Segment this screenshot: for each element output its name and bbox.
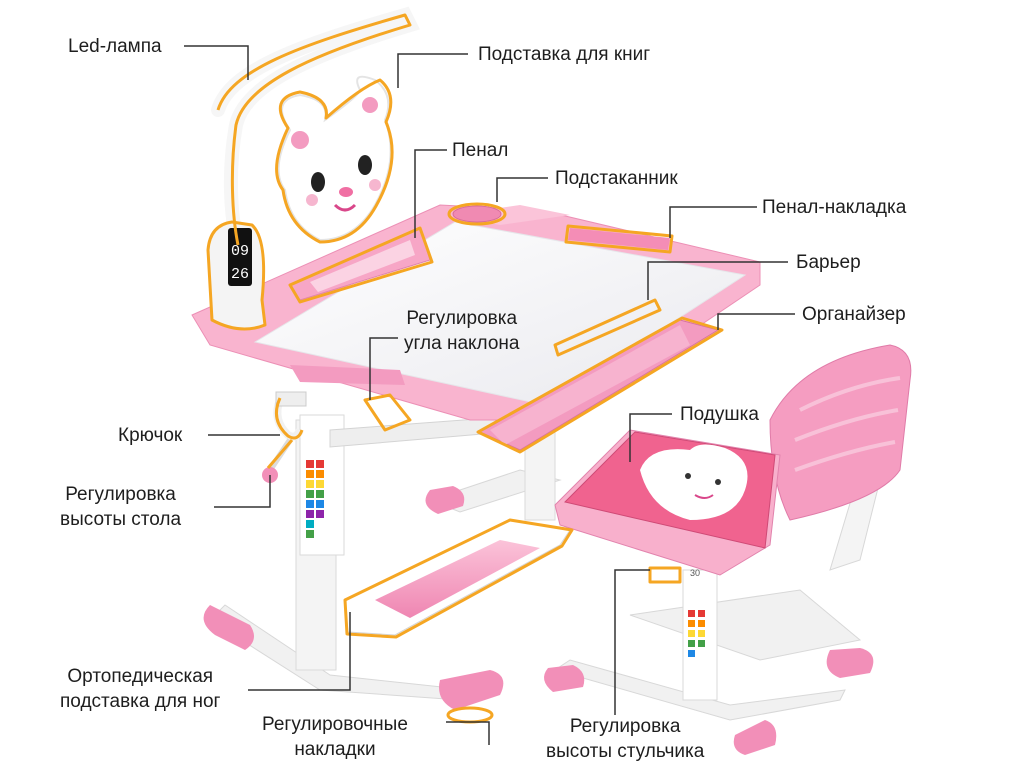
leader-led-lamp bbox=[184, 45, 249, 80]
label-chair-height-line2: высоты стульчика bbox=[546, 741, 705, 762]
label-desk-height-line1: Регулировка bbox=[65, 484, 176, 505]
label-book-stand: Подставка для книг bbox=[478, 44, 651, 65]
label-organizer: Органайзер bbox=[802, 304, 906, 325]
leader-book-stand bbox=[397, 53, 468, 88]
label-barrier: Барьер bbox=[796, 252, 861, 273]
highlight-cup-holder bbox=[447, 202, 507, 226]
leader-lines bbox=[184, 45, 795, 745]
leader-organizer bbox=[717, 313, 795, 330]
label-pads-line2: накладки bbox=[294, 739, 376, 760]
label-footrest-line2: подставка для ног bbox=[60, 691, 221, 712]
label-hook: Крючок bbox=[118, 425, 183, 446]
label-pads: Регулировочные накладки bbox=[262, 712, 408, 762]
pencil-case-overlay bbox=[568, 228, 670, 250]
highlight-lamp bbox=[216, 13, 412, 246]
highlight-lamp-base bbox=[206, 220, 267, 331]
desk-height-scale bbox=[306, 460, 324, 538]
leader-cup-holder bbox=[496, 177, 548, 202]
label-tilt-line2: угла наклона bbox=[404, 333, 520, 354]
side-shelf bbox=[290, 365, 405, 385]
lamp-time-bottom: 26 bbox=[231, 266, 249, 283]
highlight-outlines bbox=[206, 13, 724, 724]
label-tilt-adjust: Регулировка угла наклона bbox=[404, 306, 519, 356]
highlight-chair-height bbox=[648, 566, 682, 584]
lamp-time-top: 09 bbox=[231, 243, 249, 260]
highlight-hook bbox=[274, 397, 304, 440]
chair-scale-mark: 30 bbox=[690, 568, 700, 578]
leader-barrier bbox=[647, 261, 788, 300]
highlight-tilt bbox=[363, 393, 412, 432]
leader-pencil-case bbox=[414, 149, 447, 238]
highlight-book-stand bbox=[275, 78, 394, 244]
label-footrest-line1: Ортопедическая bbox=[67, 666, 214, 687]
label-pencil-case: Пенал bbox=[452, 140, 509, 161]
label-desk-height-line2: высоты стола bbox=[60, 509, 182, 530]
label-led-lamp: Led-лампа bbox=[68, 36, 162, 57]
book-stand-bear bbox=[277, 75, 392, 242]
label-desk-height: Регулировка высоты стола bbox=[60, 482, 181, 532]
highlight-pencil-case bbox=[288, 226, 434, 304]
highlight-pencil-overlay bbox=[564, 224, 674, 254]
leader-pencil-overlay bbox=[669, 206, 757, 238]
highlight-crank bbox=[266, 439, 294, 469]
label-pencil-case-overlay: Пенал-накладка bbox=[762, 197, 907, 218]
leader-pads bbox=[446, 721, 490, 745]
highlight-organizer bbox=[476, 316, 724, 454]
leader-footrest bbox=[248, 612, 351, 691]
footrest bbox=[344, 519, 571, 636]
chair-height-scale bbox=[688, 610, 705, 657]
label-footrest: Ортопедическая подставка для ног bbox=[60, 664, 220, 714]
highlight-barrier bbox=[553, 298, 662, 357]
label-cup-holder: Подстаканник bbox=[555, 168, 678, 189]
lamp-display bbox=[228, 228, 252, 286]
label-cushion: Подушка bbox=[680, 404, 759, 425]
leader-desk-height bbox=[214, 475, 271, 508]
cushion bbox=[564, 431, 776, 549]
leader-chair-height bbox=[614, 569, 650, 715]
leader-cushion bbox=[629, 413, 672, 462]
label-chair-height: Регулировка высоты стульчика bbox=[546, 714, 704, 764]
highlight-footrest bbox=[343, 518, 574, 639]
leader-tilt bbox=[369, 337, 398, 400]
label-chair-height-line1: Регулировка bbox=[569, 716, 681, 737]
label-pads-line1: Регулировочные bbox=[262, 714, 408, 735]
label-tilt-line1: Регулировка bbox=[406, 308, 518, 329]
highlight-pads bbox=[446, 706, 494, 724]
